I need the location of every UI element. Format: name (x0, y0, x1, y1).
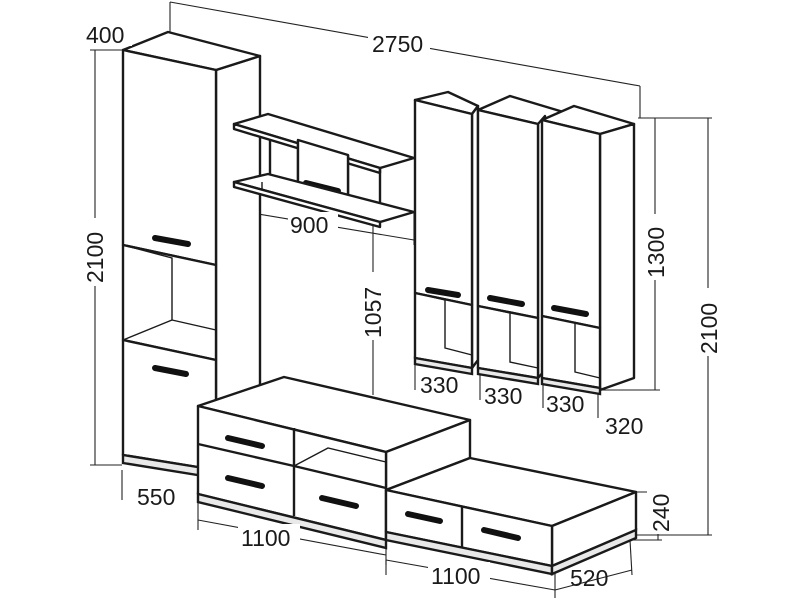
cabinet-1-plinth (413, 356, 474, 376)
tv-left-open-shelf (293, 447, 387, 467)
niche-inner-bottom (122, 319, 173, 341)
mask-240 (647, 482, 673, 534)
tv-unit-right (384, 456, 638, 576)
cabinet-2-handle (487, 295, 525, 307)
label-cabinet-height: 1300 (643, 227, 669, 278)
dim-line-tv-depth (554, 569, 633, 591)
label-tv-width-1: 1100 (241, 525, 290, 551)
cabinet-1-handle (425, 287, 461, 298)
mask-900 (288, 212, 338, 238)
mask-1057 (358, 272, 386, 340)
label-cabinet-depth: 320 (605, 413, 643, 439)
cabinet-1-niche (413, 291, 474, 370)
label-tv-width-2: 1100 (431, 563, 480, 589)
tv-left-drawer-1-handle (225, 435, 265, 449)
tv-right-drawer-2-handle (481, 527, 521, 541)
mask-2750 (368, 30, 430, 56)
label-tv-height: 240 (648, 494, 674, 532)
mask-1100b (428, 562, 490, 588)
tv-left-divider-h1 (197, 442, 295, 468)
dimension-labels: 400 2750 2100 900 1057 1300 2100 330 330… (80, 22, 722, 591)
label-height-left: 2100 (82, 232, 108, 283)
cabinet-3-side (598, 122, 636, 392)
label-total-width: 2750 (372, 31, 423, 57)
cabinet-1-door (413, 98, 474, 307)
cabinet-3-plinth (540, 376, 602, 396)
shelf-lower-edge (232, 180, 382, 229)
mask-2100-right (694, 288, 722, 356)
label-cabinet-width-2: 330 (484, 383, 522, 409)
mask-1100a (238, 524, 300, 550)
mask-400 (84, 22, 132, 46)
mask-2100-left (80, 218, 108, 286)
hanging-cabinet-2 (476, 94, 572, 386)
tv-unit-right-plinth-side (550, 528, 638, 576)
tall-cabinet-upper-door (121, 48, 218, 267)
cabinet-3-handle (551, 305, 589, 317)
label-tv-depth: 520 (570, 565, 608, 591)
cabinet-2-niche (476, 304, 540, 380)
hanging-cabinet-1 (413, 90, 480, 376)
cabinet-3-niche-inner (541, 315, 601, 379)
cabinet-2-door (476, 108, 540, 320)
tv-right-drawer-1-handle (405, 511, 443, 524)
label-cabinet-width-1: 330 (420, 372, 458, 398)
cabinet-1-niche-inner (414, 292, 473, 356)
label-depth-tall: 400 (86, 22, 124, 48)
cabinet-2-niche-inner (477, 305, 539, 369)
dim-ext-520 (629, 539, 633, 576)
tall-upper-door-handle (152, 235, 191, 247)
cabinet-2-plinth (476, 366, 540, 386)
label-cabinet-width-3: 330 (546, 391, 584, 417)
niche-inner-lines (122, 244, 217, 331)
tv-unit-left-plinth (196, 492, 388, 550)
wall-shelf (232, 112, 416, 229)
cabinet-3-niche (540, 314, 602, 390)
tv-unit-left (196, 375, 472, 550)
cabinet-3-door (540, 118, 602, 330)
tv-left-drawer-2-handle (225, 475, 265, 489)
tall-cabinet (121, 30, 262, 480)
tv-left-divider-h2 (293, 464, 387, 490)
label-tall-width: 550 (137, 484, 175, 510)
mask-1300 (641, 214, 669, 280)
label-shelf-width: 900 (290, 212, 328, 238)
tv-left-drawer-3-handle (319, 495, 359, 509)
label-height-right: 2100 (696, 303, 722, 354)
hanging-cabinet-3 (540, 104, 636, 396)
label-shelf-height: 1057 (360, 287, 386, 338)
tall-lower-door-handle (152, 365, 189, 377)
